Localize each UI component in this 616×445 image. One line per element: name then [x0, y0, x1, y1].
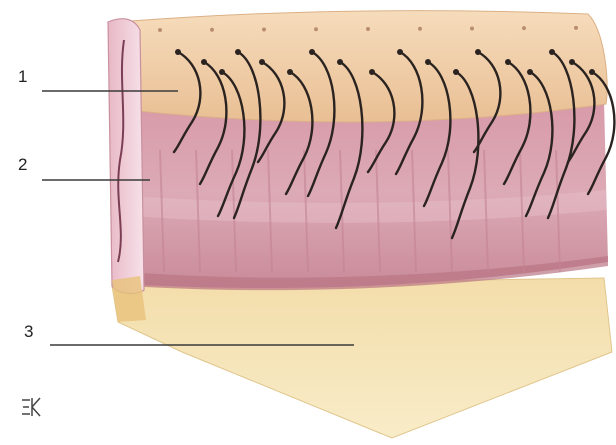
label-3: 3	[24, 322, 33, 341]
hair-follicle-dot	[259, 59, 265, 65]
label-1: 1	[18, 67, 27, 86]
monogram-logo	[22, 398, 40, 416]
hair-follicle-dot	[219, 69, 225, 75]
hair-follicle-dot	[369, 69, 375, 75]
bottom-layer	[112, 278, 612, 438]
pore-dot	[158, 28, 162, 32]
label-2: 2	[18, 155, 27, 174]
hair-follicle-dot	[235, 49, 241, 55]
hair-follicle-dot	[527, 69, 533, 75]
side-face	[108, 19, 144, 294]
hair-follicle-dot	[453, 69, 459, 75]
pore-dot	[210, 28, 214, 32]
hair-follicle-dot	[425, 59, 431, 65]
pore-dot	[262, 27, 266, 31]
pore-dot	[314, 27, 318, 31]
hair-follicle-dot	[337, 59, 343, 65]
pore-dot	[470, 26, 474, 30]
top-layer	[118, 11, 607, 122]
hair-follicle-dot	[505, 59, 511, 65]
hair-follicle-dot	[549, 49, 555, 55]
hair-follicle-dot	[569, 59, 575, 65]
side-face-tan	[112, 276, 146, 322]
pore-dot	[522, 26, 526, 30]
hair-follicle-dot	[589, 69, 595, 75]
hair-follicle-dot	[287, 69, 293, 75]
pore-dot	[366, 27, 370, 31]
hair-follicle-dot	[175, 49, 181, 55]
hair-follicle-dot	[397, 49, 403, 55]
hair-follicle-dot	[201, 59, 207, 65]
hair-follicle-dot	[475, 49, 481, 55]
pore-dot	[418, 27, 422, 31]
hair-follicle-dot	[309, 49, 315, 55]
pore-dot	[574, 26, 578, 30]
